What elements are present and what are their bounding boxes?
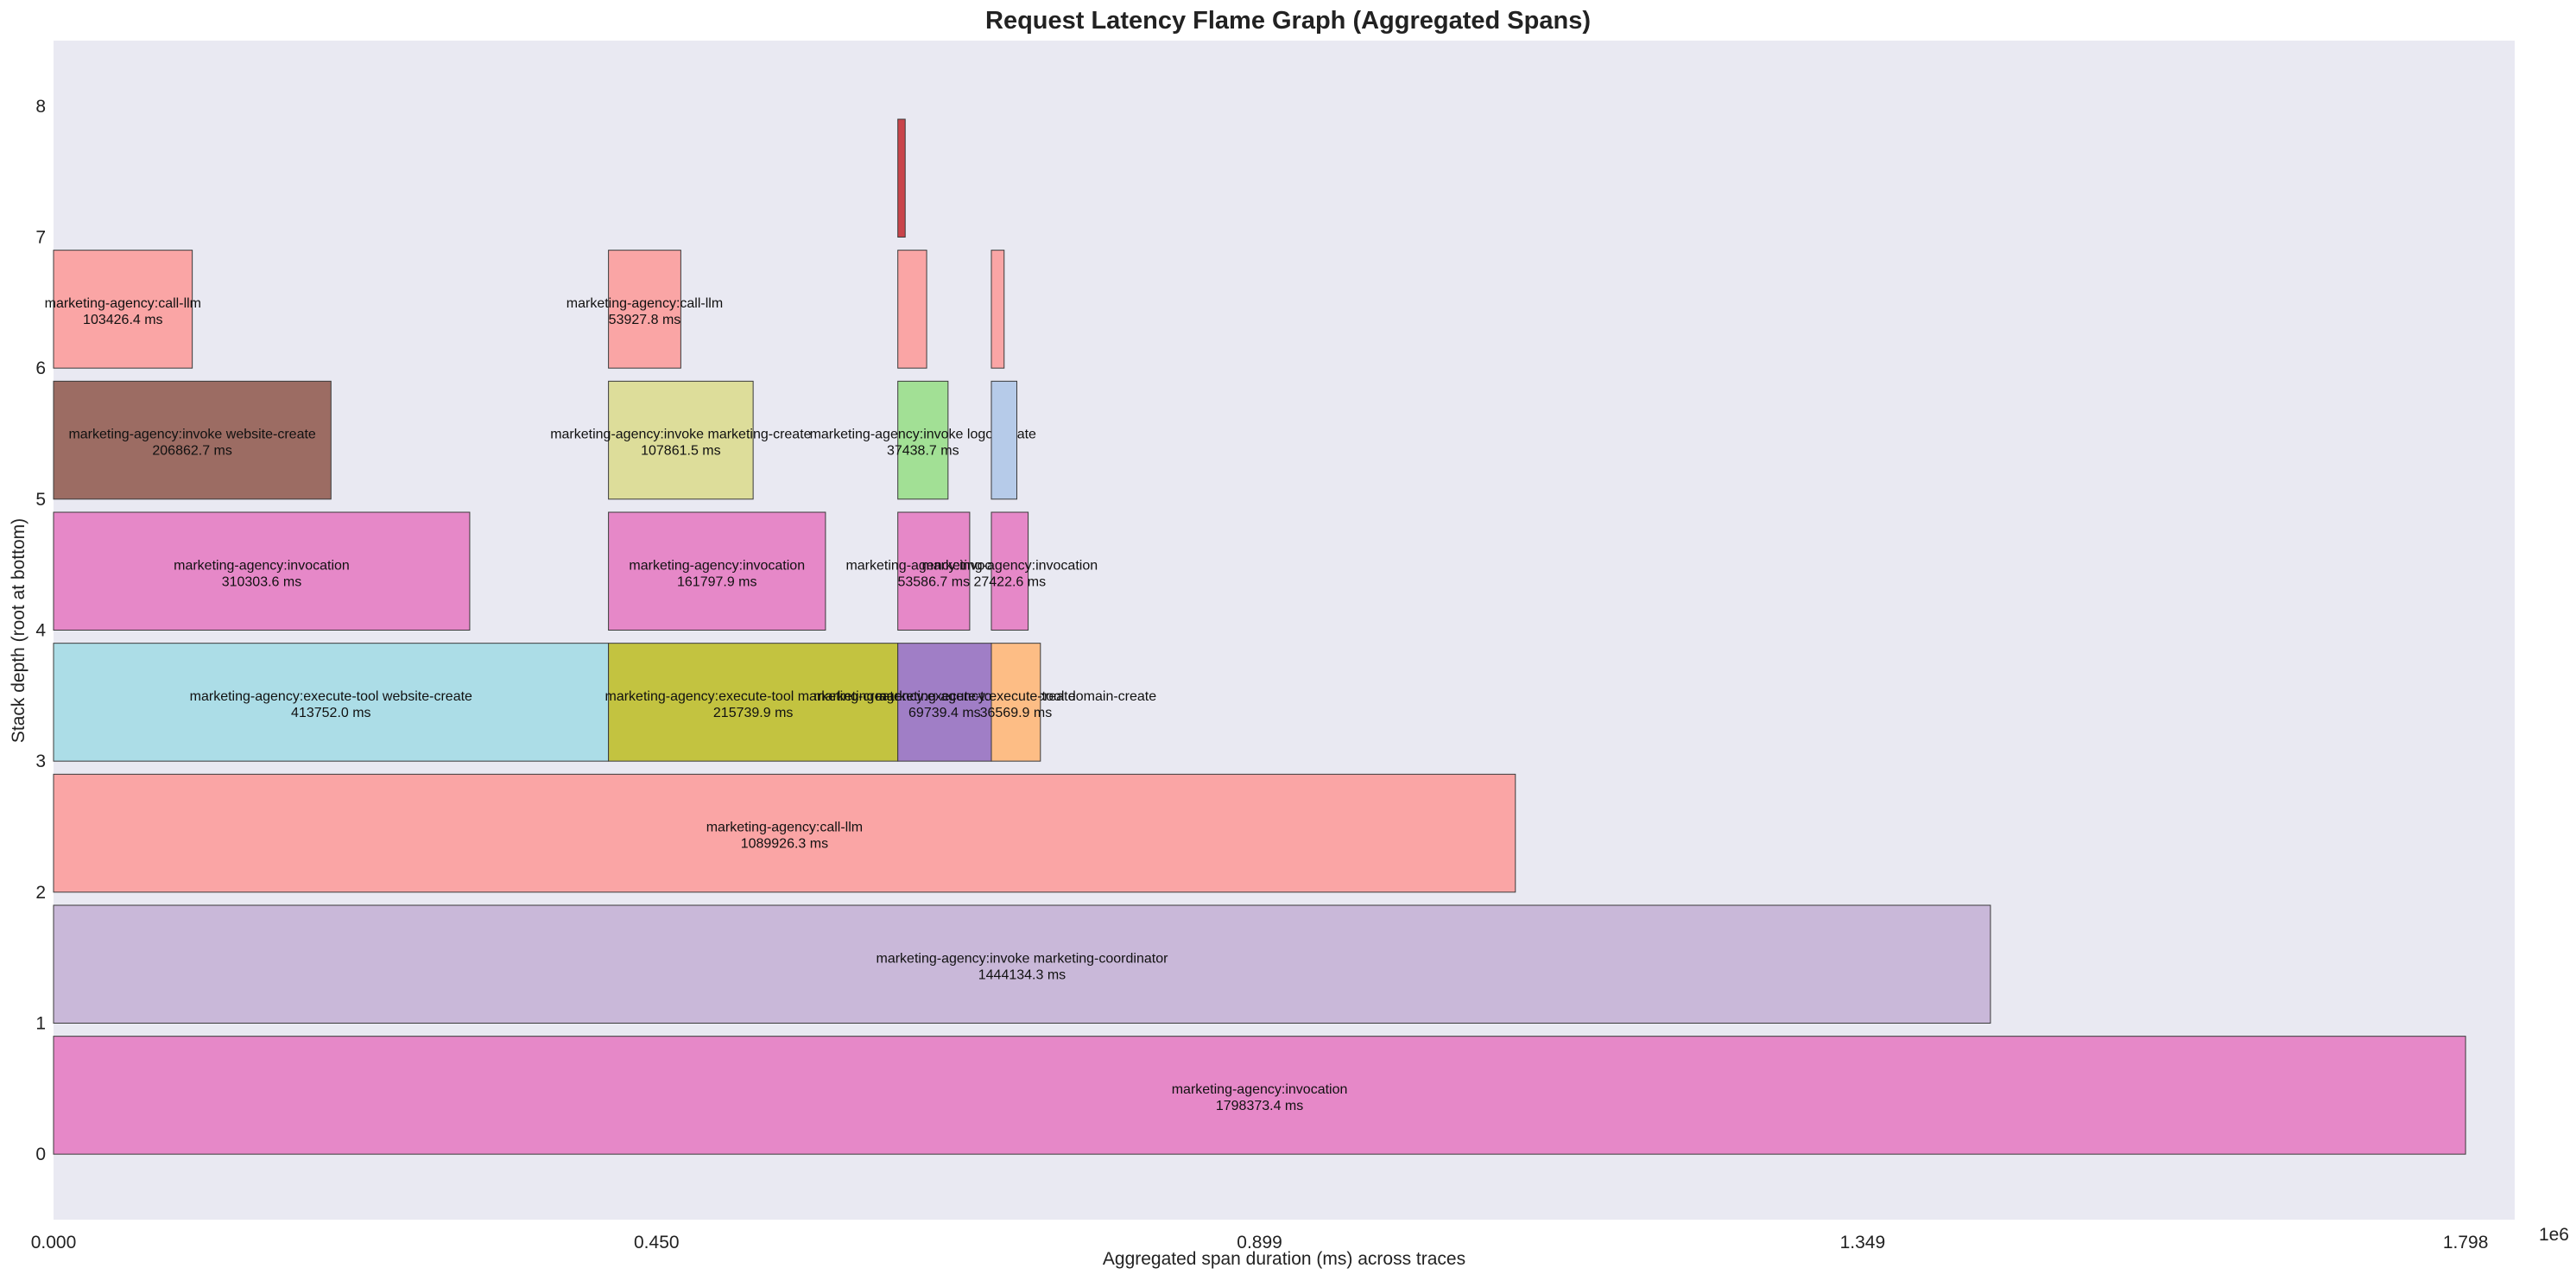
span-duration-label: 27422.6 ms (973, 574, 1046, 589)
span-duration-label: 310303.6 ms (222, 574, 302, 589)
span-duration-label: 1089926.3 ms (741, 837, 828, 852)
x-tick-label: 0.899 (1237, 1233, 1282, 1252)
span-duration-label: 103426.4 ms (83, 313, 163, 327)
span-bar (53, 380, 332, 500)
span-duration-label: 53586.7 ms (897, 574, 970, 589)
span-bar (608, 643, 899, 762)
y-tick-label: 7 (35, 228, 46, 248)
span-bar (53, 1036, 2466, 1155)
span-duration-label: 413752.0 ms (291, 706, 371, 720)
span-bar (608, 380, 754, 500)
x-axis-label: Aggregated span duration (ms) across tra… (1102, 1249, 1466, 1269)
span-bar (991, 643, 1041, 762)
x-axis-multiplier: 1e6 (2538, 1225, 2569, 1245)
span-bar (897, 118, 906, 238)
span-bar (608, 250, 681, 369)
y-tick-label: 6 (35, 358, 46, 378)
span-name-label: marketing-agency:invocation (921, 558, 1098, 573)
span-duration-label: 53927.8 ms (609, 313, 681, 327)
x-tick-label: 0.000 (31, 1233, 77, 1252)
span-bar (53, 904, 1991, 1024)
span-duration-label: 69739.4 ms (908, 706, 981, 720)
y-tick-label: 1 (35, 1014, 46, 1034)
span-bar (53, 643, 610, 762)
span-duration-label: 37438.7 ms (887, 444, 959, 459)
span-name-label: marketing-agency:call-llm (706, 821, 863, 835)
span-name-label: marketing-agency:invoke website-create (68, 428, 315, 442)
span-name-label: marketing-agency:call-llm (566, 296, 723, 311)
span-name-label: marketing-agency:execute-tool marketing-… (605, 689, 902, 704)
span-duration-label: 215739.9 ms (713, 706, 794, 720)
span-bar (897, 511, 971, 631)
y-tick-label: 3 (35, 751, 46, 771)
span-bar (991, 511, 1029, 631)
span-bar (53, 773, 1516, 893)
span-duration-label: 1444134.3 ms (978, 967, 1066, 982)
x-tick-label: 1.349 (1840, 1233, 1886, 1252)
y-tick-label: 4 (35, 621, 46, 641)
chart-title: Request Latency Flame Graph (Aggregated … (985, 7, 1591, 35)
span-name-label: marketing-agency:invocation (845, 558, 1022, 573)
span-duration-label: 161797.9 ms (677, 574, 757, 589)
span-name-label: marketing-agency:execute-tool website-cr… (190, 689, 472, 704)
span-name-label: marketing-agency:invoke marketing-coordi… (876, 951, 1168, 966)
span-bar (53, 511, 471, 631)
span-name-label: marketing-agency:invocation (1172, 1082, 1348, 1097)
y-tick-label: 2 (35, 883, 46, 903)
y-tick-label: 5 (35, 490, 46, 510)
span-bar (991, 380, 1018, 500)
span-bar (991, 250, 1005, 369)
y-axis-label: Stack depth (root at bottom) (9, 517, 28, 744)
x-tick-label: 0.450 (634, 1233, 680, 1252)
span-duration-label: 107861.5 ms (641, 444, 721, 459)
span-duration-label: 1798373.4 ms (1216, 1099, 1303, 1113)
span-bar (897, 250, 927, 369)
span-bar (897, 380, 949, 500)
span-duration-label: 206862.7 ms (152, 444, 232, 459)
span-bar (608, 511, 826, 631)
x-tick-label: 1.798 (2443, 1233, 2489, 1252)
span-bar (897, 643, 992, 762)
span-name-label: marketing-agency:invocation (174, 558, 350, 573)
span-duration-label: 36569.9 ms (980, 706, 1053, 720)
span-name-label: marketing-agency:call-llm (45, 296, 201, 311)
span-name-label: marketing-agency:execute-tool domain-cre… (876, 689, 1157, 704)
span-name-label: marketing-agency:invocation (629, 558, 805, 573)
span-name-label: marketing-agency:invoke marketing-create (550, 428, 811, 442)
y-tick-label: 8 (35, 97, 46, 117)
y-tick-label: 0 (35, 1145, 46, 1164)
span-bar (53, 250, 193, 369)
span-name-label: marketing-agency:invoke logo-create (810, 428, 1036, 442)
